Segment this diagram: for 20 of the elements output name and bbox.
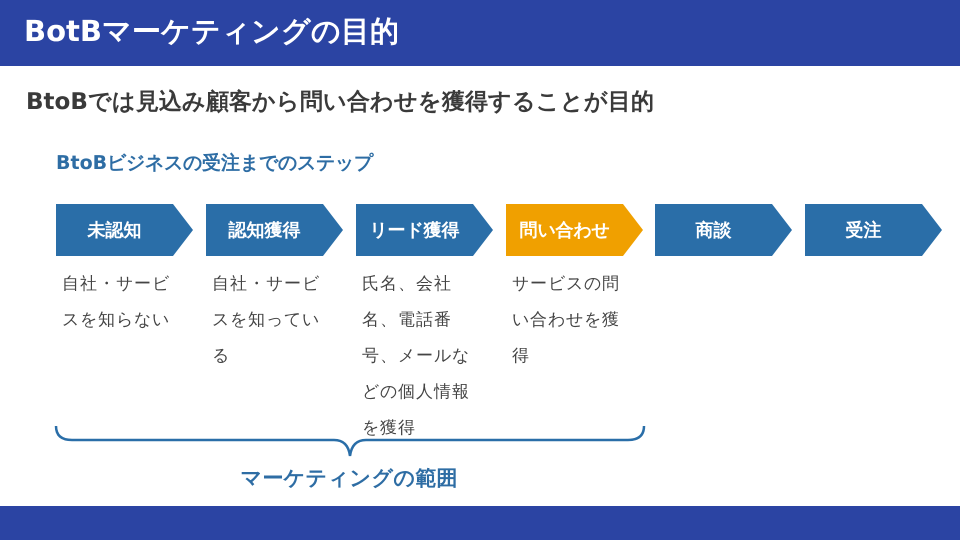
chevron-step — [56, 204, 193, 256]
slide-title: BotBマーケティングの目的 — [24, 13, 399, 50]
step-label: 受注 — [844, 219, 882, 243]
chevron-step — [506, 204, 643, 256]
step-label: 未認知 — [86, 219, 142, 243]
step-description: 自社・サービスを知っている — [212, 273, 321, 368]
chevron-step — [206, 204, 343, 256]
lead-text: BtoBでは見込み顧客から問い合わせを獲得することが目的 — [26, 88, 654, 117]
step-label: 認知獲得 — [227, 219, 302, 243]
range-label: マーケティングの範囲 — [240, 466, 458, 490]
step-description: 自社・サービスを知らない — [62, 273, 171, 332]
step-label: 問い合わせ — [518, 219, 610, 243]
step-description: サービスの問い合わせを獲得 — [512, 273, 621, 368]
step-label: 商談 — [694, 219, 732, 243]
chevron-step — [356, 204, 493, 256]
section-heading: BtoBビジネスの受注までのステップ — [56, 151, 374, 176]
step-label: リード獲得 — [368, 219, 460, 243]
chevron-step — [805, 204, 942, 256]
step-description: 氏名、会社名、電話番号、メールなどの個人情報を獲得 — [362, 273, 471, 440]
chevron-step — [655, 204, 792, 256]
